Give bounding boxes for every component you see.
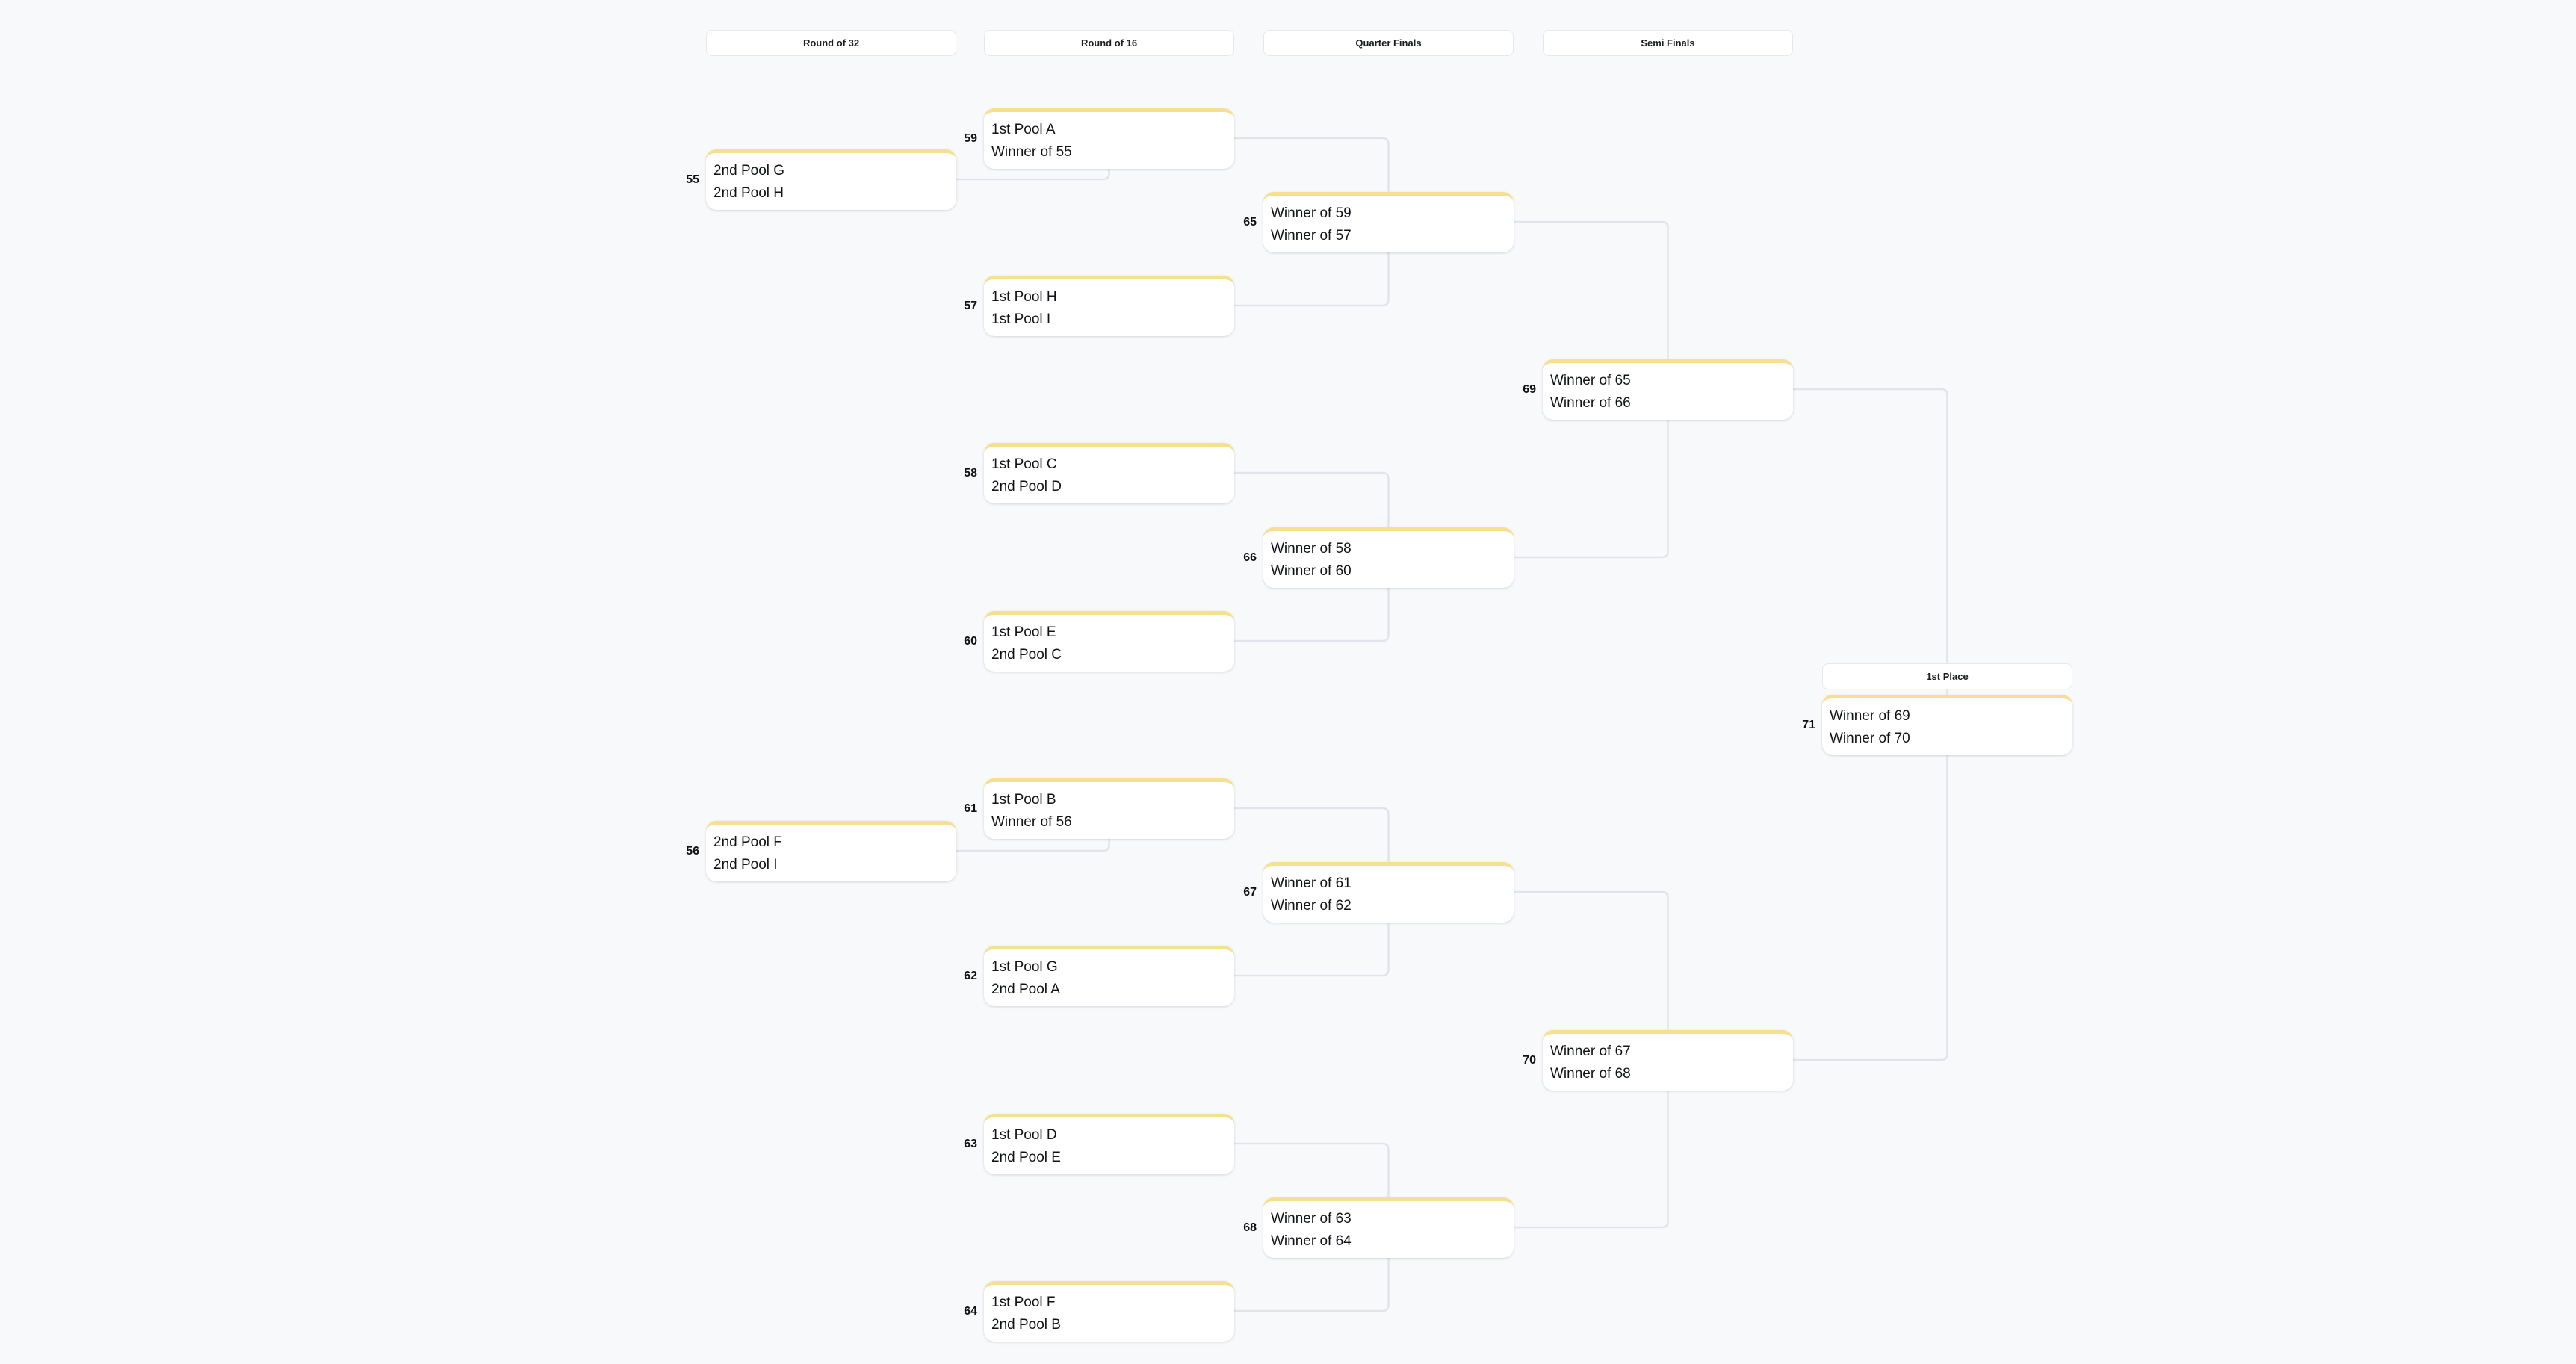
team-slot: Winner of 68 [1550, 1065, 1631, 1082]
match-card[interactable]: Winner of 67 Winner of 68 [1543, 1029, 1793, 1091]
connector-line [956, 168, 1110, 181]
match-number: 59 [964, 132, 977, 145]
team-slot: Winner of 70 [1830, 730, 1910, 746]
team-slot: 2nd Pool H [713, 185, 784, 201]
team-slot: 2nd Pool D [991, 478, 1062, 495]
team-slot: 1st Pool G [991, 958, 1058, 975]
match-card[interactable]: 1st Pool D 2nd Pool E [984, 1113, 1234, 1174]
team-slot: 2nd Pool I [713, 856, 778, 872]
team-slot: 2nd Pool C [991, 646, 1062, 663]
team-slot: 1st Pool H [991, 288, 1057, 305]
match-card[interactable]: Winner of 59 Winner of 57 [1263, 191, 1514, 252]
match-card[interactable]: 1st Pool H 1st Pool I [984, 275, 1234, 336]
team-slot: Winner of 58 [1271, 540, 1352, 557]
team-slot: Winner of 61 [1271, 875, 1352, 891]
connector-line [1514, 220, 1669, 359]
team-slot: 2nd Pool G [713, 162, 785, 179]
match-card[interactable]: Winner of 69 Winner of 70 [1822, 694, 2072, 755]
match-number: 55 [686, 173, 699, 186]
team-slot: Winner of 56 [991, 813, 1072, 830]
connector-line [1514, 419, 1669, 559]
connector-line [1234, 807, 1390, 862]
team-slot: 2nd Pool A [991, 981, 1060, 997]
connector-line [1514, 1090, 1669, 1229]
team-slot: Winner of 67 [1550, 1043, 1631, 1059]
match-card[interactable]: 1st Pool E 2nd Pool C [984, 610, 1234, 672]
match-number: 63 [964, 1138, 977, 1150]
team-slot: 1st Pool E [991, 624, 1056, 640]
team-slot: Winner of 55 [991, 143, 1072, 160]
team-slot: Winner of 59 [1271, 205, 1352, 221]
team-slot: Winner of 69 [1830, 707, 1910, 724]
team-slot: 1st Pool I [991, 311, 1051, 327]
connector-line [1514, 890, 1669, 1030]
match-number: 67 [1243, 886, 1257, 899]
round-header-3: Semi Finals [1543, 30, 1793, 56]
match-number: 64 [964, 1305, 977, 1318]
team-slot: 2nd Pool F [713, 834, 782, 850]
connector-line [1793, 388, 1948, 695]
connector-line [1234, 1257, 1390, 1312]
team-slot: Winner of 64 [1271, 1233, 1352, 1249]
round-header-0: Round of 32 [706, 30, 956, 56]
match-card[interactable]: 2nd Pool G 2nd Pool H [706, 149, 956, 210]
match-number: 57 [964, 300, 977, 312]
match-number: 62 [964, 970, 977, 982]
match-card[interactable]: 2nd Pool F 2nd Pool I [706, 820, 956, 881]
match-number: 66 [1243, 551, 1257, 564]
match-card[interactable]: Winner of 65 Winner of 66 [1543, 359, 1793, 420]
match-number: 70 [1523, 1054, 1536, 1067]
match-number: 58 [964, 467, 977, 480]
team-slot: 1st Pool B [991, 791, 1056, 807]
team-slot: 2nd Pool E [991, 1149, 1061, 1165]
match-number: 65 [1243, 216, 1257, 229]
team-slot: 1st Pool A [991, 121, 1056, 137]
team-slot: Winner of 62 [1271, 897, 1352, 914]
round-header-1: Round of 16 [984, 30, 1234, 56]
match-card[interactable]: 1st Pool B Winner of 56 [984, 778, 1234, 839]
team-slot: Winner of 57 [1271, 227, 1352, 244]
match-card[interactable]: 1st Pool G 2nd Pool A [984, 945, 1234, 1006]
match-card[interactable]: Winner of 63 Winner of 64 [1263, 1197, 1514, 1258]
match-number: 69 [1523, 383, 1536, 396]
match-number: 68 [1243, 1221, 1257, 1234]
match-number: 71 [1802, 719, 1815, 731]
team-slot: 1st Pool F [991, 1294, 1056, 1310]
match-card[interactable]: 1st Pool C 2nd Pool D [984, 442, 1234, 503]
team-slot: 1st Pool C [991, 456, 1057, 472]
team-slot: 2nd Pool B [991, 1316, 1061, 1333]
connector-line [1234, 137, 1390, 192]
connector-line [1234, 587, 1390, 642]
match-card[interactable]: 1st Pool F 2nd Pool B [984, 1280, 1234, 1342]
match-card[interactable]: Winner of 61 Winner of 62 [1263, 861, 1514, 923]
match-number: 61 [964, 802, 977, 815]
connector-line [956, 838, 1110, 852]
match-number: 56 [686, 845, 699, 858]
connector-line [1234, 922, 1390, 977]
connector-line [1234, 252, 1390, 307]
team-slot: Winner of 65 [1550, 372, 1631, 388]
round-header-2: Quarter Finals [1263, 30, 1514, 56]
match-number: 60 [964, 635, 977, 648]
round-header-4: 1st Place [1822, 663, 2072, 689]
match-card[interactable]: Winner of 58 Winner of 60 [1263, 527, 1514, 588]
match-card[interactable]: 1st Pool A Winner of 55 [984, 108, 1234, 169]
connector-line [1234, 471, 1390, 527]
team-slot: Winner of 63 [1271, 1210, 1352, 1227]
team-slot: Winner of 60 [1271, 562, 1352, 579]
team-slot: 1st Pool D [991, 1126, 1057, 1143]
connector-line [1234, 1142, 1390, 1197]
connector-line [1793, 754, 1948, 1061]
team-slot: Winner of 66 [1550, 394, 1631, 411]
